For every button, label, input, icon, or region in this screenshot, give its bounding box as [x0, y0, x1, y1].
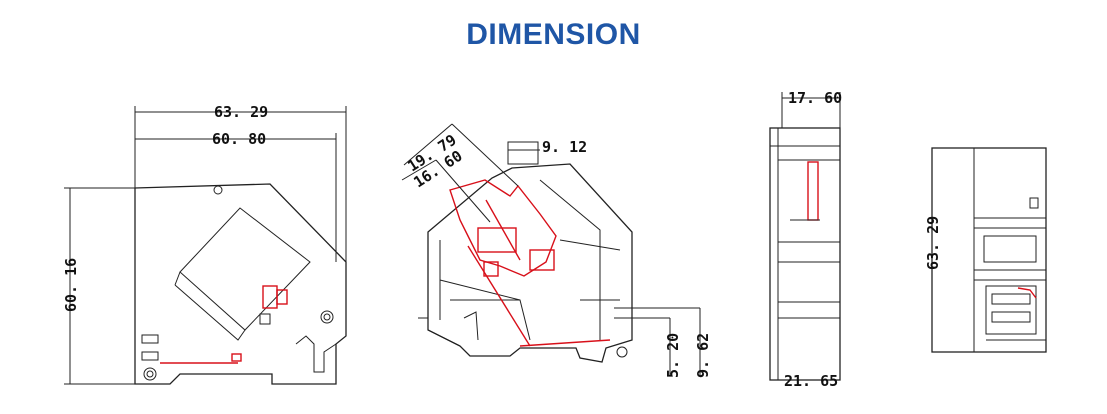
- page-title: DIMENSION: [466, 18, 641, 51]
- dim-right-height: 63. 29: [924, 216, 942, 270]
- right-view: 63. 29: [924, 147, 1047, 353]
- dim-front-width-inner: 60. 80: [212, 130, 266, 148]
- dim-side-bottom: 21. 65: [784, 372, 838, 390]
- dim-section-e: 9. 62: [694, 333, 712, 378]
- dim-section-d: 5. 20: [664, 333, 682, 378]
- dim-side-top: 17. 60: [788, 89, 842, 107]
- dim-front-width-outer: 63. 29: [214, 103, 268, 121]
- dim-section-c: 9. 12: [542, 138, 587, 156]
- section-view: 19. 79 16. 60 9. 12 5. 20 9. 62: [401, 123, 712, 378]
- dim-front-height: 60. 16: [62, 258, 80, 312]
- front-view: 63. 29 60. 80 60. 16: [62, 103, 347, 385]
- side-view: 17. 60 21. 65: [769, 89, 842, 390]
